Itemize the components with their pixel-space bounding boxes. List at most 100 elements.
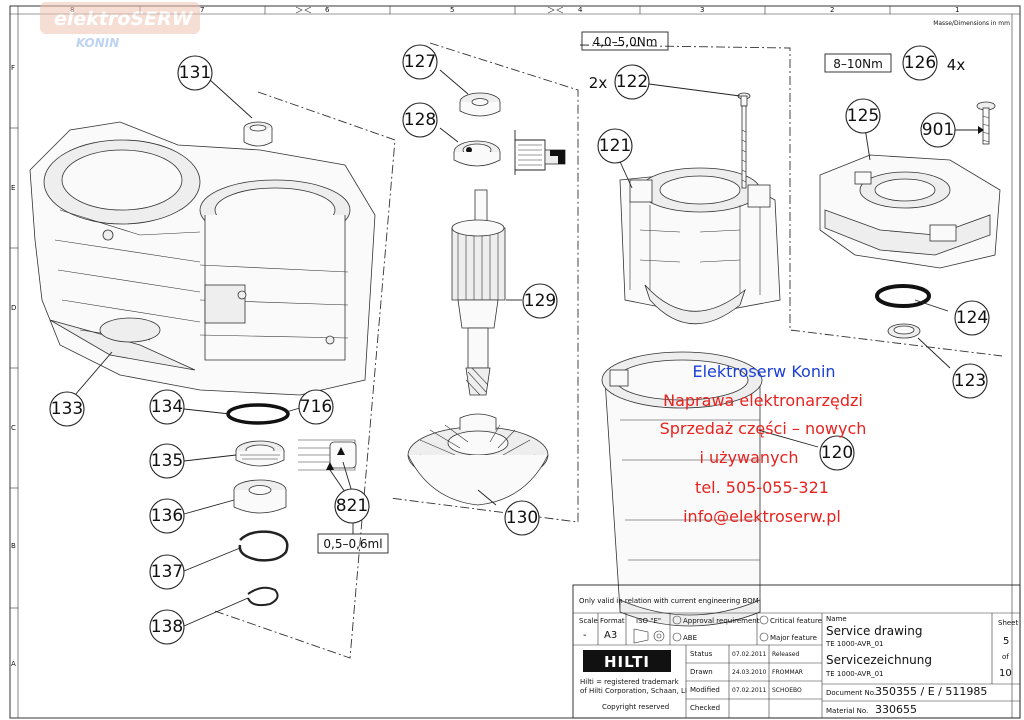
part-number: 133 [51, 399, 83, 419]
drawn-by: FROMMAR [772, 669, 803, 676]
part-number: 127 [404, 52, 436, 72]
callout-124: 124 [954, 300, 990, 336]
callout-123: 123 [952, 363, 988, 399]
torque-126-text: 8–10Nm [833, 57, 883, 71]
title-block: Only valid in relation with current engi… [572, 584, 1021, 719]
callout-136: 136 [149, 498, 185, 534]
iso-projection-symbol [633, 628, 665, 644]
row-label-d: D [11, 304, 16, 312]
part-number: 125 [847, 106, 879, 126]
name-en-sub: TE 1000-AVR_01 [825, 640, 884, 648]
seal-section-detail [514, 130, 566, 175]
col-label-6: 6 [325, 6, 330, 14]
critical-feature-label: Critical feature [770, 617, 822, 625]
overlay-company: Elektroserw Konin [692, 362, 835, 381]
abe-label: ABE [683, 634, 697, 642]
format-label: Format [600, 617, 625, 625]
col-label-4: 4 [578, 6, 583, 14]
part-number: 821 [336, 496, 368, 516]
part-number: 120 [821, 443, 853, 463]
circlip-137 [238, 530, 289, 562]
col-label-3: 3 [700, 6, 704, 14]
screw-901 [955, 101, 996, 145]
watermark-city: KONIN [76, 36, 119, 50]
name-label: Name [826, 615, 847, 623]
gear-housing-133 [29, 121, 376, 396]
modified-by: SCHOEBO [772, 687, 802, 694]
part-number: 121 [599, 136, 631, 156]
checked-label: Checked [690, 704, 720, 712]
row-label-c: C [11, 424, 16, 432]
ball-bearing-127 [459, 92, 501, 117]
approval-label: Approval requirement [683, 617, 760, 625]
leader-lines [74, 69, 951, 627]
document-number: 350355 / E / 511985 [875, 685, 987, 698]
overlay-line3: i używanych [700, 448, 799, 467]
status-date: 07.02.2011 [732, 651, 767, 658]
part-number: 716 [300, 397, 332, 417]
callout-127: 127 [402, 44, 438, 80]
overlay-line1: Naprawa elektronarzędzi [663, 391, 863, 410]
modified-label: Modified [690, 686, 720, 694]
material-number: 330655 [875, 703, 917, 716]
ball-bearing-136 [233, 479, 287, 514]
callout-134: 134 [149, 389, 185, 425]
watermark-brand: elektroSERW [54, 8, 194, 30]
callout-130: 130 [504, 500, 540, 536]
elektroserw-watermark-logo: elektroSERW KONIN [40, 2, 200, 50]
seal-ring-128 [453, 140, 501, 167]
scale-value: - [583, 630, 587, 641]
part-number: 138 [151, 617, 183, 637]
callout-128: 128 [402, 102, 438, 138]
callout-120: 120 [819, 435, 855, 471]
part-number: 130 [506, 508, 538, 528]
part-number: 134 [151, 397, 183, 417]
major-feature-label: Major feature [770, 634, 817, 642]
shaft-seal-135 [235, 440, 285, 467]
iso-label: ISO "E" [636, 617, 661, 625]
copyright: Copyright reserved [602, 703, 669, 711]
row-label-e: E [11, 184, 15, 192]
drawn-date: 24.03.2010 [732, 669, 767, 676]
callout-122: 122 [614, 64, 650, 100]
field-coil-121 [619, 167, 781, 325]
qty-122: 2x [589, 74, 608, 92]
grease-821-text: 0,5–0,6ml [323, 537, 382, 551]
callout-131: 131 [177, 55, 213, 91]
name-de: Servicezeichnung [826, 653, 932, 667]
row-labels: F E D C B A [11, 64, 16, 668]
row-label-b: B [11, 542, 16, 550]
overlay-email: info@elektroserw.pl [683, 507, 841, 526]
scale-label: Scale [579, 617, 598, 625]
callout-901: 901 [920, 112, 956, 148]
hilti-logo: HILTI [583, 650, 671, 672]
validity-note: Only valid in relation with current engi… [579, 597, 759, 605]
drawing-border [9, 5, 1021, 719]
part-number: 124 [956, 308, 988, 328]
part-number: 128 [404, 110, 436, 130]
drawn-label: Drawn [690, 668, 713, 676]
sheet-value: 5 [1003, 636, 1009, 647]
part-number: 123 [954, 371, 986, 391]
approval-checkbox [672, 615, 682, 625]
part-number: 901 [922, 120, 954, 140]
row-label-f: F [11, 64, 15, 72]
overlay-line2: Sprzedaż części – nowych [660, 419, 867, 438]
critical-feature-checkbox [759, 615, 769, 625]
sheet-total: 10 [999, 668, 1012, 679]
assembly-axis-lines [211, 42, 1003, 659]
modified-date: 07.02.2011 [732, 687, 767, 694]
callout-121: 121 [597, 128, 633, 164]
callout-126: 126 [902, 45, 938, 81]
part-number: 129 [524, 291, 556, 311]
grease-box-821: 0,5–0,6ml [317, 533, 389, 554]
col-label-5: 5 [450, 6, 454, 14]
centering-mark-right [547, 6, 564, 14]
overlay-phone: tel. 505-055-321 [695, 478, 829, 497]
col-label-2: 2 [830, 6, 834, 14]
part-number: 131 [179, 63, 211, 83]
callout-137: 137 [149, 554, 185, 590]
torque-box-122: 4,0–5,0Nm [581, 31, 669, 51]
o-ring-134 [226, 403, 290, 425]
circlip-138 [247, 586, 279, 607]
